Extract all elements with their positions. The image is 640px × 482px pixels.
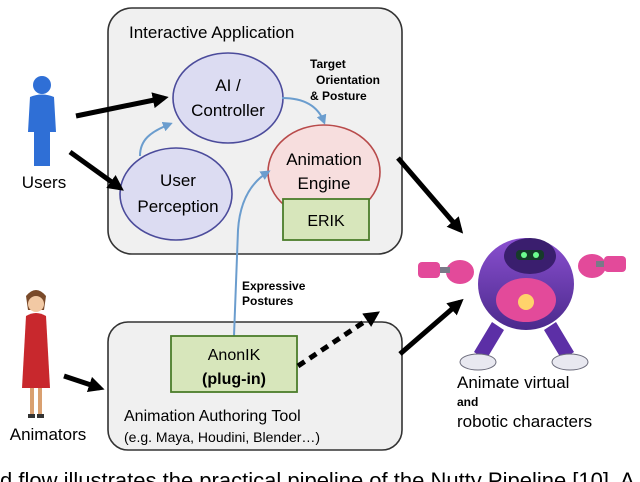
robot-caption-line1: Animate virtual [457,373,569,392]
anonik-line2: (plug-in) [202,371,266,388]
user-perception-line2: Perception [137,197,218,216]
anonik-line1: AnonIK [208,347,261,364]
animator-person-icon [22,290,50,418]
users-label: Users [22,173,66,192]
robot-caption-line2: and [457,395,478,409]
arrow-users-to-perception [68,149,124,191]
authoring-tool-title: Animation Authoring Tool [124,408,301,425]
arrow-users-to-controller [75,92,169,119]
animators-label: Animators [10,425,87,444]
arrow-perception-to-controller [139,121,173,157]
expressive-label-line1: Expressive [242,279,306,293]
ai-controller-line2: Controller [191,101,265,120]
robot-character-icon [418,238,626,371]
arrow-tool-to-robot [398,298,464,356]
ai-controller-node [172,52,284,144]
robot-caption-line3: robotic characters [457,412,592,431]
ai-controller-line1: AI / [215,76,241,95]
user-perception-line1: User [160,171,196,190]
erik-box [282,198,370,241]
user-perception-node [119,147,233,241]
target-label-line1: Target [310,57,346,71]
interactive-app-title: Interactive Application [129,23,294,42]
target-label-line3: & Posture [310,89,367,103]
animation-engine-line2: Engine [298,174,351,193]
arrow-app-to-robot [396,156,464,234]
user-person-icon [28,76,56,166]
caption-strip: d flow illustrates the practical pipelin… [0,468,635,482]
erik-label: ERIK [307,213,345,230]
expressive-label-line2: Postures [242,294,294,308]
arrow-animators-to-tool [63,373,105,393]
target-label-line2: Orientation [316,73,380,87]
arrow-anonik-to-engine [233,170,271,337]
authoring-tool-subtitle: (e.g. Maya, Houdini, Blender…) [124,429,320,445]
arrow-anonik-to-robot-dashed [296,311,380,369]
animation-engine-line1: Animation [286,150,362,169]
arrow-controller-to-engine [281,97,327,125]
anonik-box [170,335,298,393]
